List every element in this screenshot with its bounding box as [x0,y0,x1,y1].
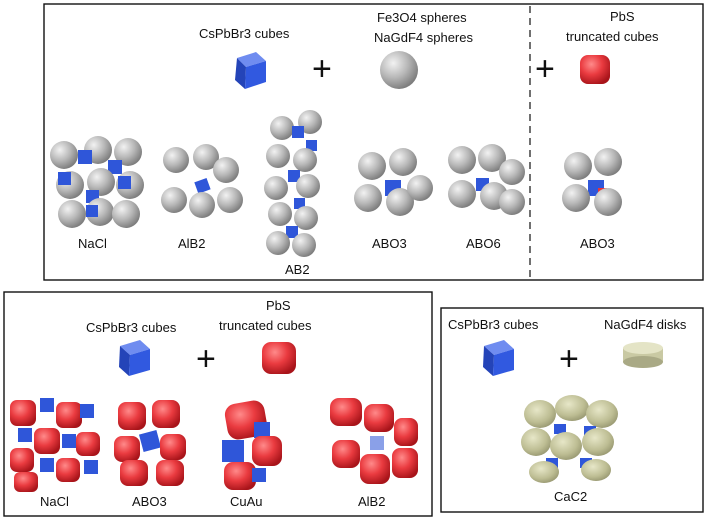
structure-label-abo3-bottom: ABO3 [132,494,167,509]
plus-sign-bottom-left: + [196,340,216,378]
sphere-label-nagdf4: NaGdF4 spheres [374,30,473,45]
truncated-cubes-label-bottom-left: truncated cubes [219,318,312,333]
cube-label-bottom-left: CsPbBr3 cubes [86,320,177,335]
structure-label-cac2-bottom: CaC2 [554,489,587,504]
structure-abo3-truncated [114,400,186,486]
bottom-right-panel-frame [440,307,704,513]
structure-nacl-sphere [50,136,144,228]
disk-label-bottom-right: NaGdF4 disks [604,317,687,332]
structure-label-alb2-bottom: AlB2 [358,494,385,509]
plus-sign-top-left: + [312,50,332,88]
plus-sign-top-right: + [535,50,555,88]
structure-label-alb2-top: AlB2 [178,236,205,251]
bottom-left-panel-frame [3,291,433,517]
structure-label-cuau-bottom: CuAu [230,494,263,509]
cube-label-bottom-right: CsPbBr3 cubes [448,317,539,332]
cube-icon-top [235,52,266,89]
sphere-icon-top [380,51,418,89]
structure-cac2-disk [521,395,618,483]
top-panel-frame [43,3,704,281]
structure-label-abo6-top: ABO6 [466,236,501,251]
plus-sign-bottom-right: + [559,340,579,378]
cube-icon-bottom-right [483,340,514,376]
structure-cuau-truncated [222,400,282,490]
pbs-label-bottom-left: PbS [266,298,291,313]
cube-icon-bottom-left [119,340,150,376]
structure-label-ab2-top: AB2 [285,262,310,277]
truncated-cube-icon-top [580,55,610,84]
structure-ab2-sphere [264,110,322,257]
structure-alb2-truncated [330,398,418,484]
structure-nacl-truncated [10,398,100,492]
truncated-cubes-label-top: truncated cubes [566,29,659,44]
disk-icon-bottom-right [623,342,663,368]
truncated-cube-icon-bottom-left [262,342,296,374]
structure-alb2-sphere [161,144,243,218]
structure-abo6-sphere [448,144,525,215]
structure-label-abo3-pbs-top: ABO3 [580,236,615,251]
structure-label-nacl-top: NaCl [78,236,107,251]
structure-abo3-sphere [354,148,433,216]
structure-abo3-pbs-sphere [562,148,622,216]
structure-label-nacl-bottom: NaCl [40,494,69,509]
sphere-label-fe3o4: Fe3O4 spheres [377,10,467,25]
cube-label-top: CsPbBr3 cubes [199,26,290,41]
pbs-label-top: PbS [610,9,635,24]
structure-label-abo3-top: ABO3 [372,236,407,251]
